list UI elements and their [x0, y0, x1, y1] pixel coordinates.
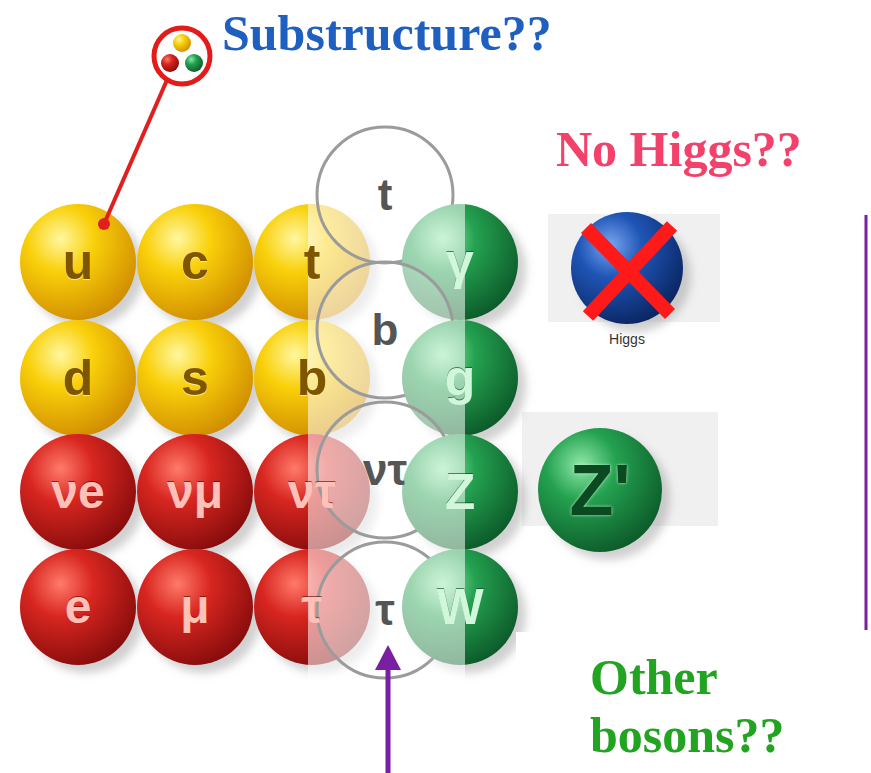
sphere-body	[571, 212, 683, 324]
particle-symbol: τ	[301, 583, 322, 631]
sphere-body	[538, 428, 662, 552]
lepton-sphere-node: μ	[136, 548, 266, 678]
particle-symbol: γ	[446, 237, 474, 287]
preon-dot	[173, 34, 191, 52]
particle-symbol: t	[304, 237, 321, 287]
boson-sphere-node: W	[401, 548, 531, 678]
annotation-wrap: Other bosons??	[590, 648, 840, 764]
quark-sphere-node: d	[19, 319, 149, 449]
higgs-sphere-node: Higgs	[552, 210, 702, 346]
particle-symbol: t	[378, 173, 393, 217]
particle-symbol: μ	[180, 583, 209, 631]
particle-symbol: νe	[51, 468, 104, 516]
particle-symbol: u	[63, 237, 94, 287]
substructure-icon	[98, 28, 210, 230]
sphere-body	[20, 204, 136, 320]
zoom-circle	[154, 28, 210, 84]
particle-symbol: ντ	[363, 448, 407, 492]
higgs-sphere	[552, 210, 702, 346]
cross-stroke	[586, 228, 670, 314]
question-label: Other bosons??	[590, 648, 840, 764]
annotation-wrap: No Higgs??	[556, 120, 802, 178]
fade-overlay	[308, 120, 465, 700]
side-bar	[865, 215, 868, 630]
particle-symbol: g	[445, 353, 476, 403]
sphere-body	[20, 320, 136, 436]
pointer-arrow	[375, 645, 401, 773]
question-label: Substructure??	[222, 4, 552, 62]
particle-symbol: νμ	[167, 468, 223, 516]
sphere-body	[20, 434, 136, 550]
particle-symbol: d	[63, 353, 94, 403]
lepton-sphere-node: νμ	[136, 433, 266, 563]
sphere-body	[137, 204, 253, 320]
particle-symbol: b	[372, 308, 399, 352]
quark-sphere-node: c	[136, 203, 266, 333]
particle-symbol: ντ	[288, 468, 336, 516]
preon-dot	[185, 54, 203, 72]
question-label: No Higgs??	[556, 120, 802, 178]
lepton-sphere-node: νe	[19, 433, 149, 563]
sphere-body	[137, 549, 253, 665]
particle-symbol: e	[65, 583, 92, 631]
preon-dot	[161, 54, 179, 72]
particle-symbol: τ	[375, 588, 395, 632]
particle-symbol: s	[181, 353, 209, 403]
particle-symbol: Z'	[569, 454, 630, 526]
sphere-body	[402, 549, 518, 665]
annotation-wrap: Substructure??	[222, 4, 552, 62]
quark-sphere-node: u	[19, 203, 149, 333]
lepton-sphere-node: e	[19, 548, 149, 678]
quark-sphere-node: s	[136, 319, 266, 449]
cross-stroke	[588, 226, 672, 316]
particle-symbol: Z	[445, 467, 476, 517]
leader-line	[104, 80, 167, 224]
leader-dot	[98, 218, 110, 230]
cross-mark	[586, 226, 672, 316]
arrow-head	[375, 645, 401, 670]
sphere-body	[20, 549, 136, 665]
sphere-body	[137, 434, 253, 550]
boson-sphere-node: Z	[401, 433, 531, 563]
sphere-body	[402, 434, 518, 550]
particle-symbol: W	[436, 582, 483, 632]
particle-caption: Higgs	[609, 332, 645, 346]
new-boson-sphere-node: Z'	[537, 427, 675, 565]
particle-symbol: b	[297, 353, 328, 403]
arrow-shaft	[386, 664, 391, 773]
sphere-body	[137, 320, 253, 436]
particle-symbol: c	[181, 237, 209, 287]
